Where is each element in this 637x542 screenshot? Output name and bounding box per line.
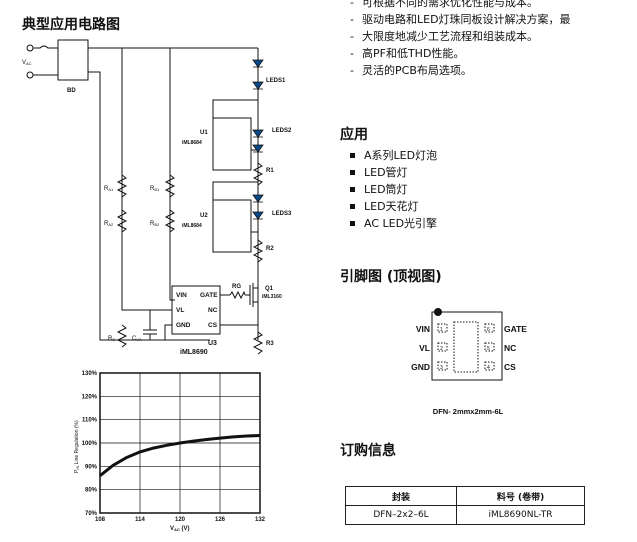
pin-label-vin: VIN bbox=[416, 324, 430, 334]
x-tick-label: 120 bbox=[175, 517, 186, 523]
feature-item: 驱动电路和LED灯珠同板设计解决方案，最 bbox=[350, 11, 630, 28]
rb1-label: RB1 bbox=[150, 186, 160, 192]
svg-text:6: 6 bbox=[487, 327, 490, 333]
svg-text:1: 1 bbox=[440, 327, 443, 333]
u3-pin-nc: NC bbox=[208, 307, 218, 314]
bd-label: BD bbox=[67, 88, 76, 94]
pinout-diagram: 1 2 3 6 5 4 VIN VL GND GATE NC CS DFN- 2… bbox=[411, 308, 527, 416]
ordering-cell-package: DFN–2x2–6L bbox=[344, 505, 458, 525]
x-tick-label: 114 bbox=[135, 517, 145, 523]
application-item: A系列LED灯泡 bbox=[348, 147, 548, 164]
ordering-table: 封装 料号 (卷带) DFN–2x2–6L iML8690NL-TR bbox=[344, 486, 585, 525]
y-tick-label: 100% bbox=[82, 441, 98, 447]
u1-label: U1 bbox=[200, 130, 208, 136]
r2-label: R2 bbox=[266, 246, 274, 252]
u2-part-label: iML8684 bbox=[182, 223, 202, 229]
u3-pin-gate: GATE bbox=[200, 292, 218, 299]
pin1-marker-dot bbox=[434, 308, 442, 316]
u1-part-label: iML8684 bbox=[182, 140, 202, 146]
feature-item: 灵活的PCB布局选项。 bbox=[350, 62, 630, 79]
y-tick-label: 130% bbox=[82, 371, 98, 377]
vac-label: VAC bbox=[22, 60, 32, 66]
x-tick-label: 126 bbox=[215, 517, 226, 523]
line-regulation-chart: 108 114 120 126 132 70% 80% 90% 100% 110% 120% 130%… bbox=[74, 371, 266, 532]
feature-list: 可根据不同的需求优化性能与成本。 驱动电路和LED灯珠同板设计解决方案，最 大限… bbox=[350, 0, 630, 79]
application-item: AC LED光引擎 bbox=[348, 215, 548, 232]
pin-label-cs: CS bbox=[504, 362, 516, 372]
y-tick-label: 110% bbox=[82, 418, 98, 424]
feature-item: 可根据不同的需求优化性能与成本。 bbox=[350, 0, 630, 11]
leds2-label: LEDS2 bbox=[272, 128, 292, 134]
package-caption: DFN- 2mmx2mm-6L bbox=[433, 407, 504, 416]
pin-label-vl: VL bbox=[419, 343, 430, 353]
y-tick-label: 90% bbox=[85, 464, 98, 470]
ordering-title: 订购信息 bbox=[340, 443, 396, 459]
cva-label: CVA bbox=[132, 336, 142, 342]
svg-text:4: 4 bbox=[487, 365, 490, 371]
x-tick-label: 108 bbox=[95, 517, 106, 523]
application-item: LED筒灯 bbox=[348, 181, 548, 198]
y-tick-label: 80% bbox=[85, 488, 98, 494]
u3-pin-cs: CS bbox=[208, 322, 218, 329]
plot-frame bbox=[99, 372, 261, 514]
y-axis-title: PIN Line Regulation (%) bbox=[74, 420, 80, 473]
pin-label-gate: GATE bbox=[504, 324, 527, 334]
q1-label: Q1 bbox=[265, 286, 274, 292]
u3-pin-vin: VIN bbox=[176, 292, 187, 299]
rs-label: RS bbox=[108, 336, 115, 342]
u3-part-label: iML8690 bbox=[180, 349, 208, 356]
svg-text:2: 2 bbox=[440, 346, 443, 352]
r3-label: R3 bbox=[266, 341, 274, 347]
ordering-header-package: 封装 bbox=[344, 486, 458, 506]
u2-label: U2 bbox=[200, 213, 208, 219]
x-tick-label: 132 bbox=[255, 517, 266, 523]
application-item: LED天花灯 bbox=[348, 198, 548, 215]
pin-label-gnd: GND bbox=[411, 362, 430, 372]
application-item: LED管灯 bbox=[348, 164, 548, 181]
svg-text:5: 5 bbox=[487, 346, 490, 352]
ra2-label: RA2 bbox=[104, 221, 114, 227]
circuit-title: 典型应用电路图 bbox=[22, 17, 120, 33]
applications-title: 应用 bbox=[340, 127, 368, 143]
rg-label: RG bbox=[232, 284, 241, 290]
pinout-title: 引脚图 (顶视图) bbox=[340, 269, 442, 285]
pin-label-nc: NC bbox=[504, 343, 516, 353]
ra1-label: RA1 bbox=[104, 186, 114, 192]
applications-list: A系列LED灯泡 LED管灯 LED筒灯 LED天花灯 AC LED光引擎 bbox=[348, 147, 548, 232]
feature-item: 高PF和低THD性能。 bbox=[350, 45, 630, 62]
line-regulation-series bbox=[99, 434, 261, 477]
rb2-label: RB2 bbox=[150, 221, 160, 227]
feature-item: 大限度地减少工艺流程和组装成本。 bbox=[350, 28, 630, 45]
u3-pin-vl: VL bbox=[176, 307, 184, 314]
ordering-header-part: 料号 (卷带) bbox=[456, 486, 585, 506]
r1-label: R1 bbox=[266, 168, 274, 174]
u3-label: U3 bbox=[208, 340, 217, 347]
x-axis-title: VAC (V) bbox=[170, 526, 189, 532]
svg-text:3: 3 bbox=[440, 365, 443, 371]
q1-part-label: iML3160 bbox=[262, 294, 282, 300]
y-tick-label: 120% bbox=[82, 394, 98, 400]
application-circuit-diagram: VAC BD LEDS1 LEDS2 LEDS3 R1 R2 R3 U1 iML… bbox=[22, 39, 292, 356]
y-tick-label: 70% bbox=[85, 511, 98, 517]
ordering-cell-part: iML8690NL-TR bbox=[456, 505, 585, 525]
leds1-label: LEDS1 bbox=[266, 78, 286, 84]
u3-pin-gnd: GND bbox=[176, 322, 191, 329]
leds3-label: LEDS3 bbox=[272, 211, 292, 217]
